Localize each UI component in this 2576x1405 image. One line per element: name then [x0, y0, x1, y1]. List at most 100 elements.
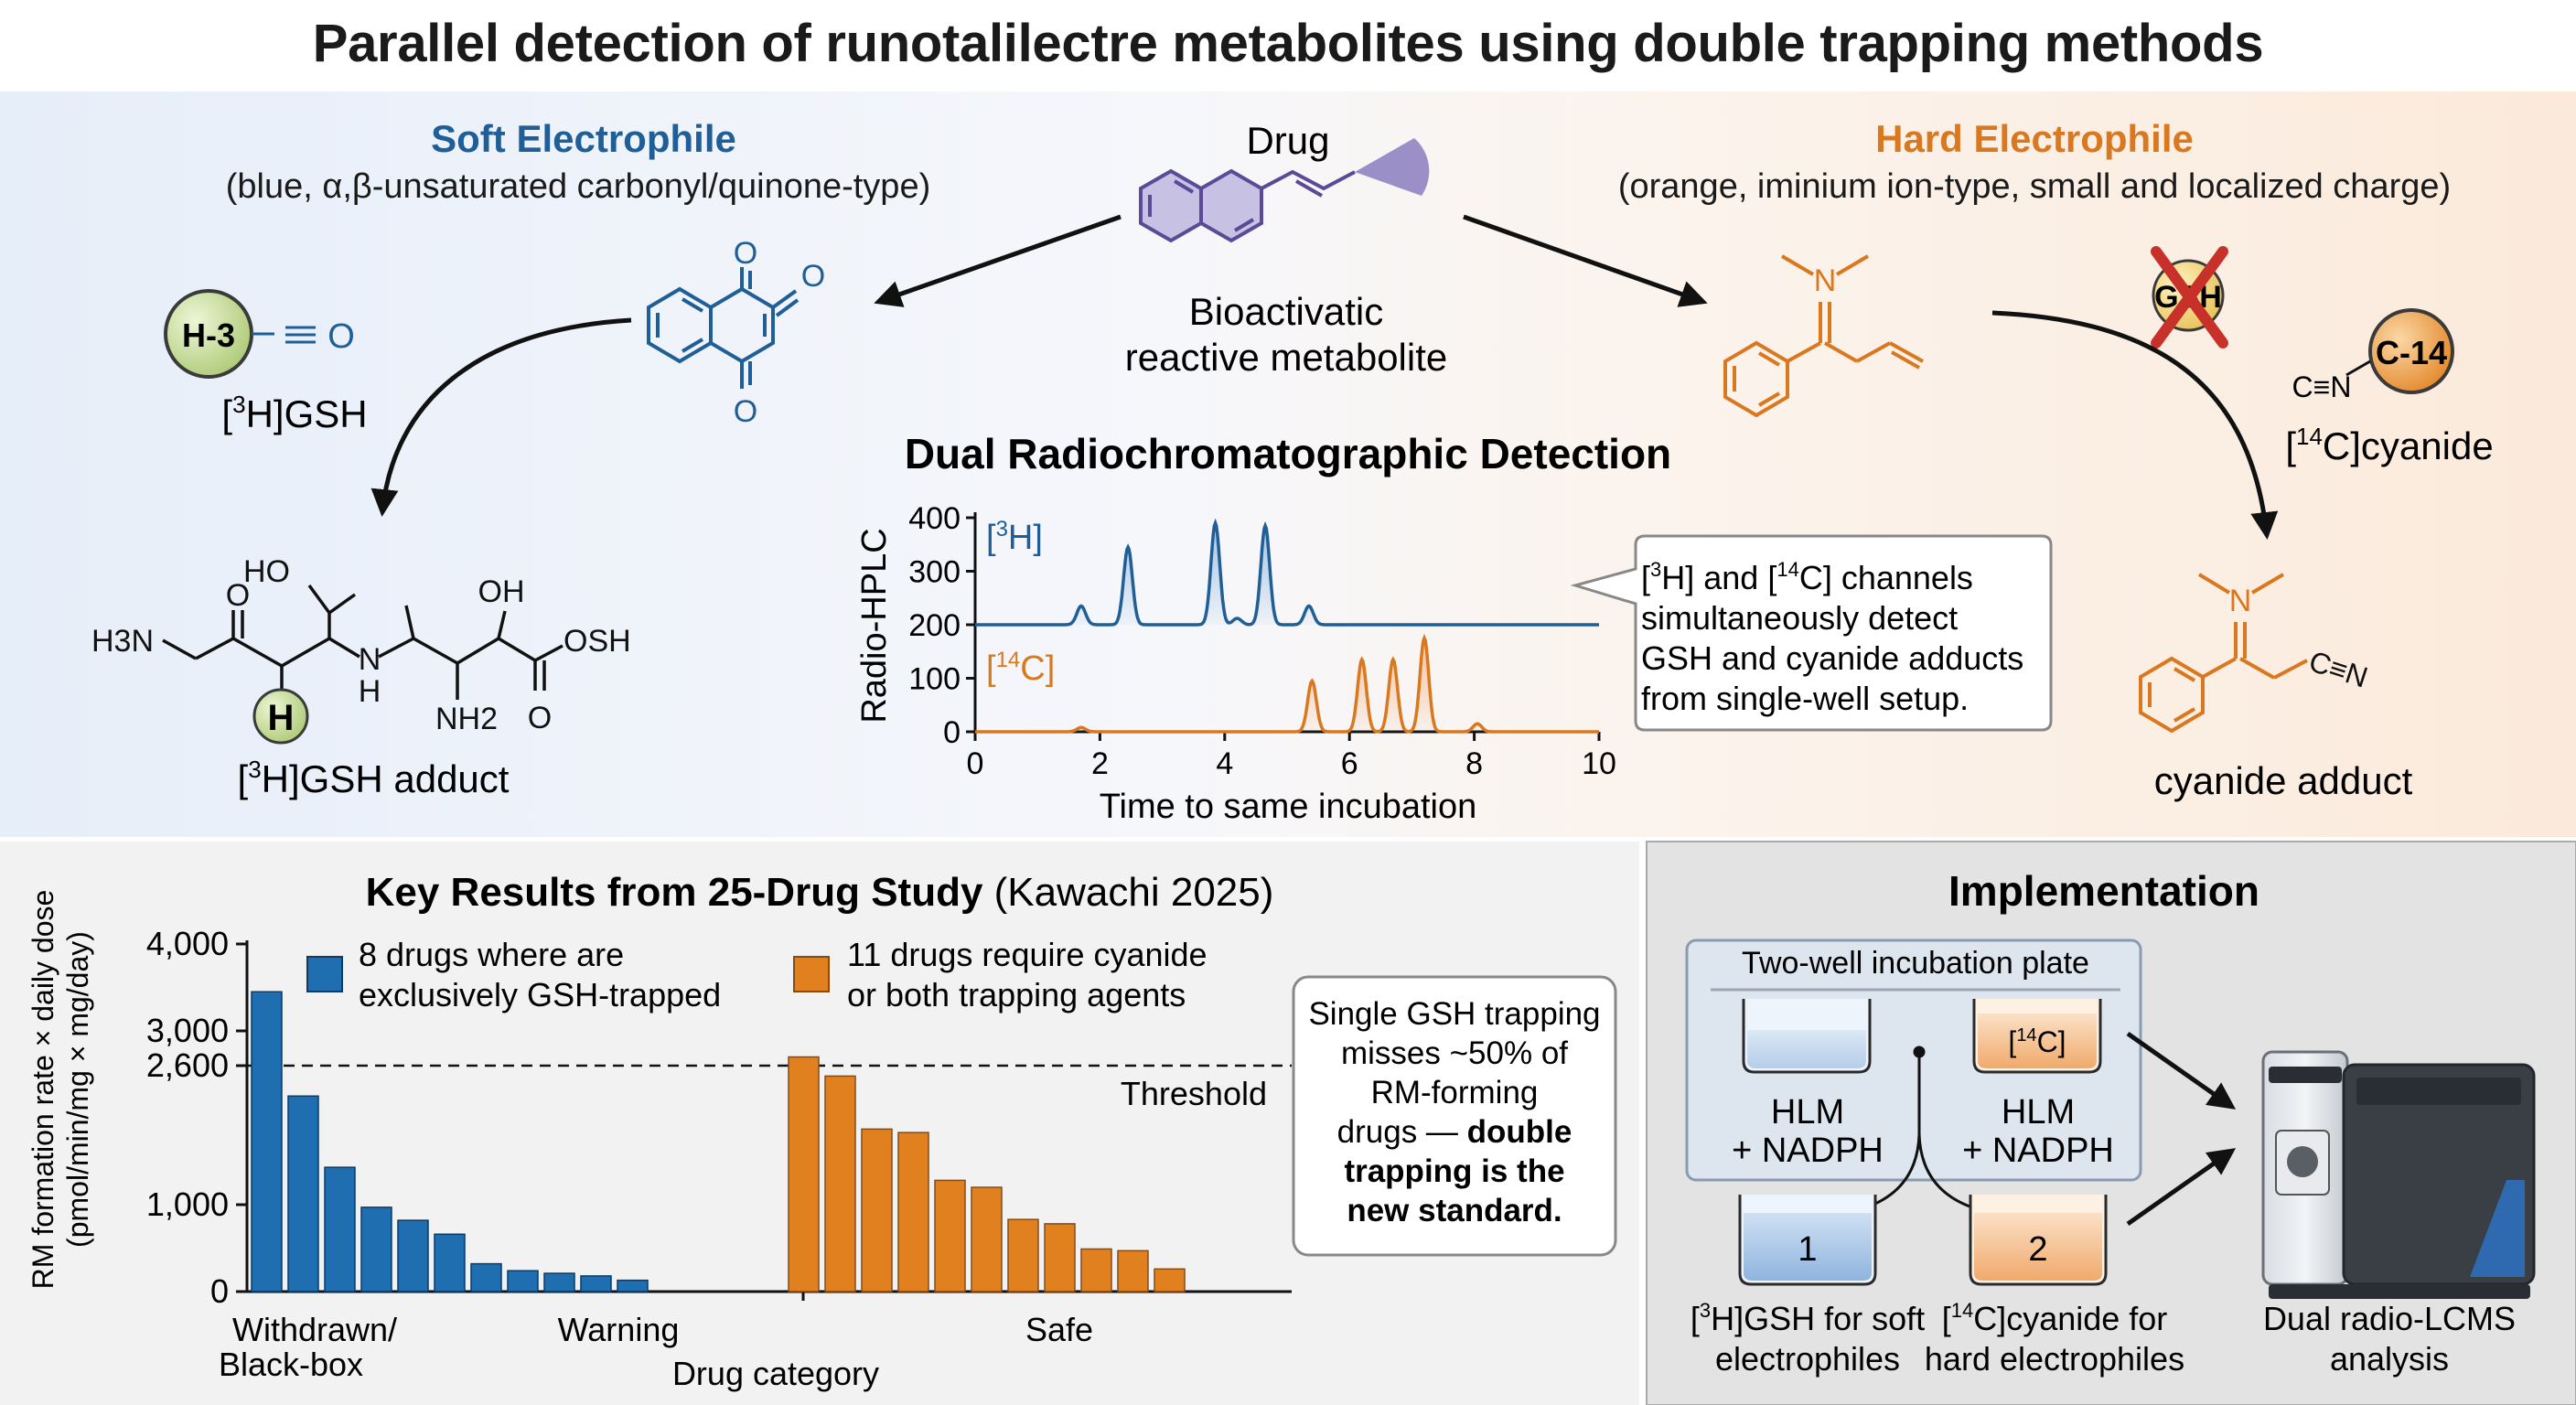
y-tick-label: 2,600	[146, 1046, 229, 1084]
y-tick-label: 0	[210, 1272, 229, 1310]
isocyanate-bond	[252, 326, 316, 344]
cyanide-reagent-label: [14C]cyanide	[2285, 423, 2493, 467]
implementation-heading: Implementation	[1948, 867, 2259, 915]
legend-swatch-blue	[306, 956, 343, 992]
cyanide-group: C≡N	[2292, 370, 2352, 403]
results-ylabel-line-2: (pmol/min/mg × mg/day)	[61, 931, 94, 1248]
chromatogram-callout-box	[1570, 534, 2053, 732]
category-withdrawn-line-1: Withdrawn/	[232, 1311, 397, 1348]
well-1-label: 1	[1798, 1230, 1817, 1269]
legend-orange-line-2: or both trapping agents	[847, 976, 1186, 1014]
drug-label: Drug	[1246, 119, 1329, 162]
isocyanate-c: O	[327, 317, 355, 356]
bar	[824, 1075, 856, 1292]
y-tick-label: 1,000	[146, 1185, 229, 1223]
gsh-reagent-label: [3H]GSH	[221, 391, 367, 435]
atom-label: OSH	[564, 624, 631, 659]
cyanide-adduct-structure	[2139, 573, 2308, 734]
atom-label: N	[2229, 584, 2252, 618]
c14-badge: C-14	[2376, 334, 2447, 371]
cyanide-bond	[2345, 359, 2371, 377]
right-well-description-line-1: [14C]cyanide for	[1942, 1299, 2168, 1337]
gsh-adduct-label: [3H]GSH adduct	[238, 756, 510, 800]
legend-blue-line-2: exclusively GSH-trapped	[359, 976, 721, 1014]
category-safe: Safe	[1025, 1311, 1093, 1348]
callout-line-3: GSH and cyanide adducts	[1641, 639, 2023, 677]
x-tick-label: 8	[1465, 746, 1483, 781]
results-callout-line-3: RM-forming	[1371, 1075, 1539, 1110]
cross-mark-icon	[2151, 246, 2228, 349]
drug-structure	[1139, 138, 1430, 243]
results-callout-line-1: Single GSH trapping	[1308, 996, 1600, 1032]
x-tick-label: 4	[1216, 746, 1233, 781]
channel-3h-label: [3H]	[986, 517, 1043, 557]
channel-14c-label: [14C]	[986, 648, 1055, 688]
legend-swatch-orange	[793, 956, 830, 992]
lcms-instrument-icon	[2261, 1050, 2536, 1299]
category-withdrawn-line-2: Black-box	[219, 1346, 363, 1383]
results-callout-line-6: new standard.	[1347, 1193, 1562, 1228]
bar	[580, 1275, 612, 1292]
y-tick-label: 3,000	[146, 1012, 229, 1049]
bar	[397, 1219, 429, 1292]
atom-label: O	[226, 578, 250, 613]
results-callout-line-5: trapping is the	[1344, 1153, 1564, 1189]
page-title: Parallel detection of runotalilectre met…	[312, 14, 2264, 73]
bioactivation-line-2: reactive metabolite	[1125, 336, 1448, 379]
naphthoquinone-structure	[647, 267, 800, 389]
chromatogram-traces	[975, 518, 1599, 734]
bar	[897, 1132, 929, 1292]
y-tick-label: 4,000	[146, 925, 229, 962]
atom-label: NH2	[435, 702, 498, 736]
soft-electrophile-heading: Soft Electrophile	[431, 117, 736, 160]
atom-label: O	[734, 394, 757, 429]
callout-line-2: simultaneously detect	[1641, 599, 1958, 637]
bar	[434, 1233, 466, 1292]
left-well-description-line-2: electrophiles	[1715, 1340, 1900, 1378]
split-lines	[1865, 1046, 1973, 1209]
x-tick-label: 2	[1091, 746, 1109, 781]
bar	[507, 1270, 539, 1292]
bar	[543, 1272, 575, 1292]
callout-line-4: from single-well setup.	[1641, 680, 1969, 717]
bar	[470, 1262, 502, 1292]
y-tick-label: 0	[943, 715, 961, 750]
iminium-structure	[1723, 254, 1924, 418]
results-callout-box	[1292, 975, 1617, 1257]
well-1	[1738, 1195, 1877, 1286]
arrow-wells-to-instrument	[2126, 1148, 2237, 1227]
y-tick-label: 100	[908, 662, 961, 697]
category-warning: Warning	[558, 1311, 680, 1348]
bar	[1044, 1223, 1076, 1292]
arrow-to-gsh-adduct	[370, 317, 632, 517]
plate-label: Two-well incubation plate	[1742, 946, 2089, 981]
chromatogram-heading: Dual Radiochromatographic Detection	[905, 430, 1671, 477]
y-tick-label: 400	[908, 501, 961, 536]
hlm-left-line-2: + NADPH	[1732, 1132, 1884, 1170]
results-callout-line-2: misses ~50% of	[1341, 1035, 1568, 1071]
hlm-right-line-1: HLM	[2002, 1093, 2075, 1132]
instrument-label-line-2: analysis	[2330, 1340, 2449, 1378]
atom-label: HO	[243, 554, 290, 589]
gsh-adduct-structure	[162, 584, 564, 700]
soft-electrophile-description: (blue, α,β-unsaturated carbonyl/quinone-…	[226, 167, 930, 206]
plate-well-right	[1972, 999, 2102, 1074]
x-tick-label: 10	[1582, 746, 1616, 781]
bar	[324, 1166, 356, 1292]
hlm-right-line-2: + NADPH	[1962, 1132, 2114, 1170]
h-label-ball	[252, 688, 309, 745]
bar	[251, 991, 283, 1292]
x-tick-label: 6	[1341, 746, 1358, 781]
bar	[360, 1207, 392, 1292]
trace-fill	[975, 522, 1599, 625]
bar	[1007, 1218, 1039, 1292]
plate-well-left	[1742, 999, 1872, 1074]
atom-label: O	[528, 701, 552, 735]
instrument-label-line-1: Dual radio-LCMS	[2263, 1300, 2516, 1337]
atom-label: H	[359, 674, 381, 709]
bioactivation-line-1: Bioactivatic	[1189, 290, 1383, 333]
hard-electrophile-description: (orange, iminium ion-type, small and loc…	[1618, 167, 2451, 206]
legend-orange-line-1: 11 drugs require cyanide	[847, 936, 1208, 973]
arrow-drug-to-hard	[1463, 214, 1708, 307]
